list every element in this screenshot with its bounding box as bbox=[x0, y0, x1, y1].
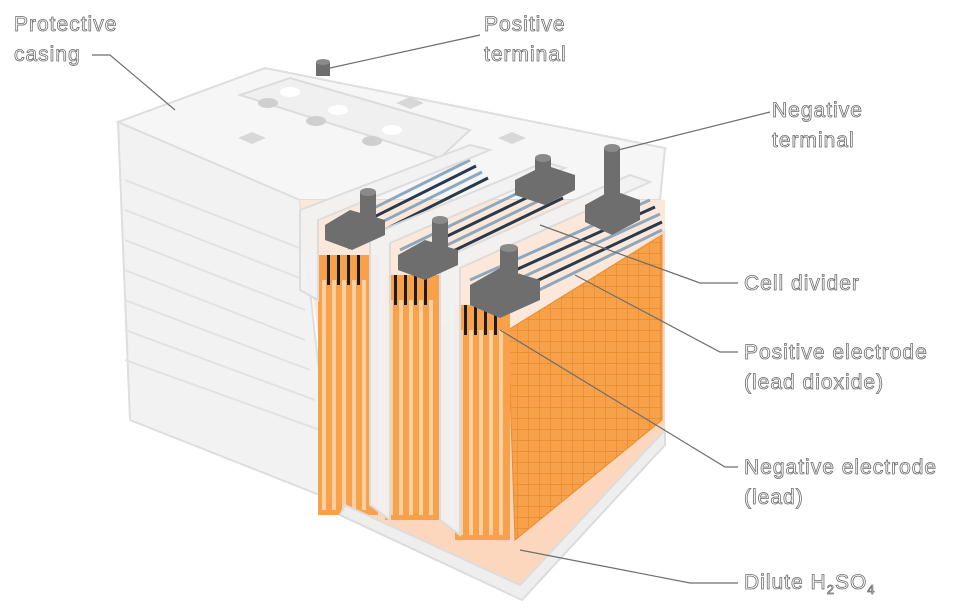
casing-ribs bbox=[124, 179, 321, 431]
label-positive-terminal: Positive terminal bbox=[484, 13, 567, 67]
label-protective-casing: Protective casing bbox=[14, 13, 118, 67]
terminal-straps bbox=[325, 144, 640, 318]
positive-terminal-post bbox=[316, 59, 330, 76]
cell-2-plates bbox=[385, 275, 440, 520]
label-cell-divider: Cell divider bbox=[744, 272, 860, 296]
casing-bottom bbox=[338, 427, 666, 602]
positive-electrode-grid bbox=[507, 234, 663, 542]
label-negative-terminal: Negative terminal bbox=[772, 99, 863, 153]
label-electrolyte: Dilute H2SO4 bbox=[744, 571, 876, 598]
cell-1-plates bbox=[318, 255, 378, 515]
cell-3-plates bbox=[455, 305, 510, 540]
label-negative-electrode: Negative electrode (lead) bbox=[744, 456, 938, 510]
vent-caps bbox=[258, 87, 402, 146]
lid-squares bbox=[238, 97, 526, 144]
leader-lines bbox=[92, 34, 771, 584]
label-positive-electrode: Positive electrode (lead dioxide) bbox=[744, 341, 928, 395]
